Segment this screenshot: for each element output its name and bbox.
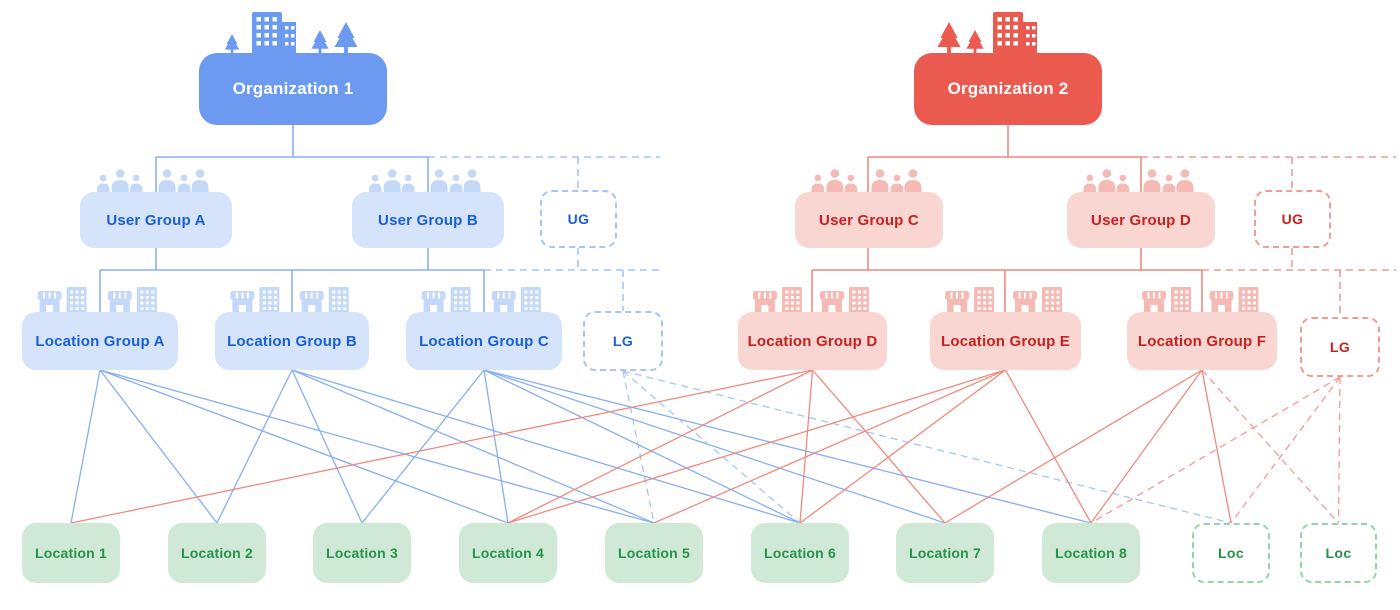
membership-edge bbox=[483, 369, 1092, 524]
location-6: Location 6 bbox=[751, 523, 849, 583]
membership-edge bbox=[483, 369, 509, 524]
location-7: Location 7 bbox=[896, 523, 994, 583]
organization-1-label: Organization 1 bbox=[232, 79, 354, 98]
membership-edge bbox=[622, 370, 1232, 524]
user-group-d-label: User Group D bbox=[1091, 211, 1191, 229]
membership-edge bbox=[99, 369, 509, 524]
user-group-a-label: User Group A bbox=[106, 211, 206, 229]
user-group-c: User Group C bbox=[795, 192, 943, 248]
membership-edge bbox=[507, 369, 813, 524]
membership-edge bbox=[483, 369, 801, 524]
location-7-label: Location 7 bbox=[908, 545, 981, 561]
membership-edge bbox=[99, 369, 218, 524]
location-group-e-label: Location Group E bbox=[940, 332, 1071, 350]
location-4: Location 4 bbox=[459, 523, 557, 583]
lg-placeholder-red: LG bbox=[1300, 317, 1380, 377]
membership-edge bbox=[622, 370, 801, 524]
membership-edge bbox=[1201, 369, 1339, 524]
location-group-a-label: Location Group A bbox=[35, 332, 165, 350]
location-1-label: Location 1 bbox=[34, 545, 107, 561]
membership-edge bbox=[361, 369, 485, 524]
membership-edge bbox=[291, 369, 655, 524]
organization-2-label: Organization 2 bbox=[947, 79, 1069, 98]
membership-edge bbox=[944, 369, 1203, 524]
membership-edge bbox=[1201, 369, 1232, 524]
location-placeholder-1: Loc bbox=[1192, 523, 1270, 583]
membership-edge bbox=[1337, 376, 1341, 524]
user-group-b-label: User Group B bbox=[378, 211, 478, 229]
membership-edge bbox=[291, 369, 801, 524]
location-2-label: Location 2 bbox=[180, 545, 253, 561]
location-group-c: Location Group C bbox=[406, 312, 562, 370]
membership-edge bbox=[799, 369, 1006, 524]
user-group-a: User Group A bbox=[80, 192, 232, 248]
location-3-label: Location 3 bbox=[325, 545, 398, 561]
membership-edge bbox=[216, 369, 293, 524]
membership-edge bbox=[70, 369, 813, 524]
location-group-b-label: Location Group B bbox=[227, 332, 357, 350]
location-group-e: Location Group E bbox=[930, 312, 1081, 370]
location-5-label: Location 5 bbox=[617, 545, 690, 561]
membership-edge bbox=[653, 369, 1006, 524]
location-8: Location 8 bbox=[1042, 523, 1140, 583]
lg-placeholder-red-label: LG bbox=[1329, 339, 1351, 355]
membership-edge bbox=[799, 369, 814, 524]
membership-edge bbox=[507, 369, 1006, 524]
location-2: Location 2 bbox=[168, 523, 266, 583]
location-group-f-label: Location Group F bbox=[1137, 332, 1267, 350]
membership-edge bbox=[1230, 376, 1341, 524]
location-group-d: Location Group D bbox=[738, 312, 887, 370]
membership-edge bbox=[622, 370, 655, 524]
membership-edge bbox=[291, 369, 363, 524]
location-group-d-label: Location Group D bbox=[747, 332, 878, 350]
lg-placeholder-blue: LG bbox=[583, 311, 663, 371]
membership-edge bbox=[70, 369, 101, 524]
location-5: Location 5 bbox=[605, 523, 703, 583]
ug-placeholder-blue-label: UG bbox=[567, 211, 590, 227]
ug-placeholder-red-label: UG bbox=[1281, 211, 1304, 227]
location-4-label: Location 4 bbox=[471, 545, 544, 561]
ug-placeholder-blue: UG bbox=[540, 190, 617, 248]
user-group-b: User Group B bbox=[352, 192, 504, 248]
membership-edge bbox=[483, 369, 946, 524]
user-group-d: User Group D bbox=[1067, 192, 1215, 248]
membership-edge bbox=[1090, 369, 1203, 524]
user-group-c-label: User Group C bbox=[819, 211, 919, 229]
lg-placeholder-blue-label: LG bbox=[612, 333, 634, 349]
location-group-c-label: Location Group C bbox=[419, 332, 549, 350]
location-3: Location 3 bbox=[313, 523, 411, 583]
location-placeholder-2-label: Loc bbox=[1325, 545, 1352, 561]
location-group-b: Location Group B bbox=[215, 312, 369, 370]
membership-edge bbox=[812, 369, 946, 524]
ug-placeholder-red: UG bbox=[1254, 190, 1331, 248]
location-placeholder-1-label: Loc bbox=[1217, 545, 1245, 561]
location-group-a: Location Group A bbox=[22, 312, 178, 370]
location-8-label: Location 8 bbox=[1054, 545, 1127, 561]
organization-1: Organization 1 bbox=[199, 53, 387, 125]
membership-edge bbox=[1004, 369, 1092, 524]
membership-edge bbox=[1090, 376, 1341, 524]
membership-edge bbox=[99, 369, 655, 524]
organization-2: Organization 2 bbox=[914, 53, 1102, 125]
location-1: Location 1 bbox=[22, 523, 120, 583]
location-placeholder-2: Loc bbox=[1300, 523, 1377, 583]
location-group-f: Location Group F bbox=[1127, 312, 1277, 370]
location-6-label: Location 6 bbox=[763, 545, 836, 561]
